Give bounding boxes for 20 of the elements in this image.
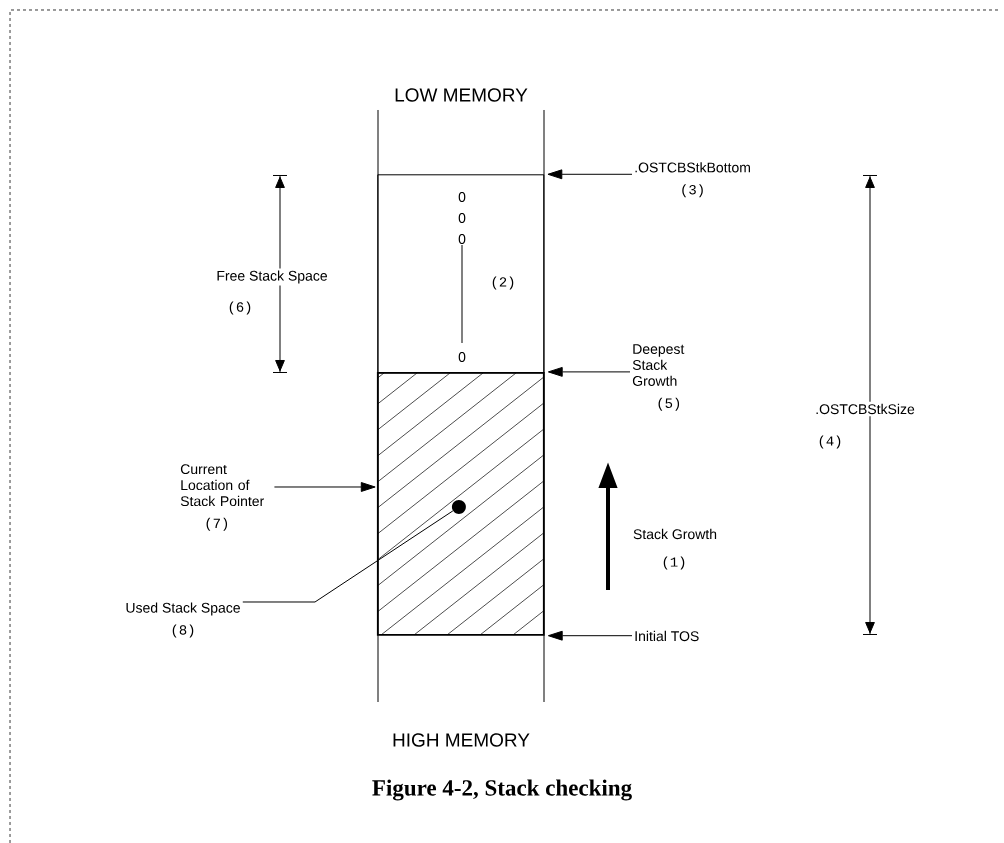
stack-pointer-dot: [451, 499, 466, 514]
arrow-label: Stack Growth: [631, 526, 719, 542]
callout-number: (6): [225, 299, 255, 317]
hatched-box: [376, 371, 545, 636]
callout-text: Used Stack Space (8): [126, 602, 240, 638]
callout-text: .OSTCBStkBottom (3): [635, 162, 750, 198]
callout-text: Current Location of Stack Pointer (7): [180, 464, 264, 531]
callout-text: Initial TOS: [635, 630, 699, 642]
callout-text: Deepest Stack Growth (5): [632, 344, 685, 411]
arrow: [273, 482, 376, 492]
callout-number: (4): [815, 433, 845, 451]
callout-number: (1): [659, 554, 689, 572]
dimension-label: .OSTCBStkSize: [813, 401, 917, 417]
arrow: [547, 169, 633, 180]
leader-line: [242, 510, 454, 603]
free-space-box: 0 0 0 (2) 0: [377, 174, 545, 374]
arrow: [547, 366, 631, 377]
caption: Figure 4-2, Stack checking: [372, 779, 632, 801]
dimension-label: Free Stack Space: [214, 268, 330, 286]
arrow: [547, 630, 633, 641]
